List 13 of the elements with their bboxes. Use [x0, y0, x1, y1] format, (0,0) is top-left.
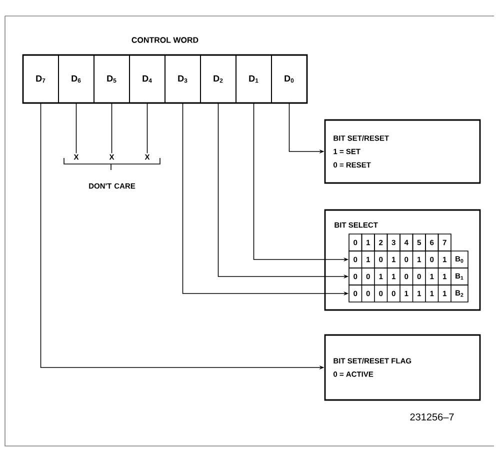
bit-cell: D$_{5}$ — [94, 54, 130, 104]
connector-line — [76, 103, 77, 154]
bit-cell: D$_{7}$ — [22, 54, 59, 104]
connector-line — [111, 103, 112, 154]
bit-cell: D$_{0}$ — [271, 54, 308, 104]
bit-cell: D$_{4}$ — [129, 54, 166, 104]
figure-number: 231256–7 — [410, 413, 454, 421]
bit-cell: D$_{1}$ — [236, 54, 272, 104]
bit-cell: D$_{2}$ — [200, 54, 236, 104]
node-label: CONTROL WORD — [132, 37, 198, 43]
bit-cell: D$_{3}$ — [164, 54, 201, 104]
connector-line — [146, 103, 148, 154]
bit-cell: D$_{6}$ — [58, 54, 94, 104]
